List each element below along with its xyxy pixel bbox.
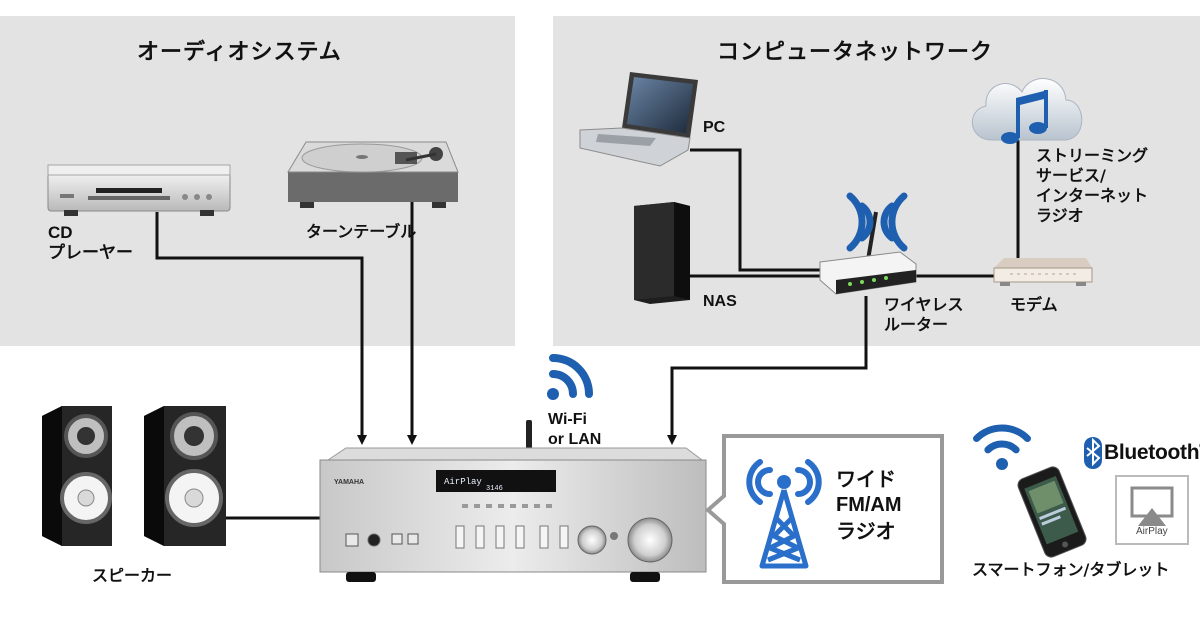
radio-callout [704,434,944,584]
modem-label: モデム [1010,295,1058,314]
bluetooth-label: Bluetooth® [1104,441,1200,464]
router-label: ワイヤレス ルーター [884,295,964,334]
wifi-lan-label: Wi-Fi or LAN [548,411,602,448]
nas-icon [634,202,690,304]
receiver-display-text: AirPlay [444,477,482,487]
wire-cd-to-receiver [155,212,367,445]
smartphone-label: スマートフォン/タブレット [972,560,1170,579]
router-wifi-waves-icon [846,192,908,252]
streaming-label: ストリーミング サービス/ インターネット ラジオ [1036,146,1149,225]
receiver-brand: YAMAHA [334,479,364,486]
pc-laptop-icon [579,72,698,167]
turntable-icon [287,141,459,208]
speaker-right-icon [144,406,226,546]
airplay-logo-icon [1115,475,1189,545]
smartphone-icon [1017,466,1087,558]
turntable-label: ターンテーブル [306,222,417,241]
receiver-icon: AirPlay 3146 YAMAHA [319,420,707,582]
smartphone-wifi-icon [973,424,1031,470]
audio-system-title: オーディオシステム [137,40,342,65]
modem-icon [993,258,1093,286]
cd-player-label: CD プレーヤー [48,223,133,264]
streaming-cloud-icon [971,78,1083,144]
nas-label: NAS [703,293,737,310]
cd-player-icon [47,164,231,216]
music-note-icon [1001,90,1048,144]
wire-pc-to-router [690,148,822,272]
bluetooth-logo-icon [1084,437,1102,469]
radio-label: ワイド FM/AM ラジオ [836,467,902,543]
radio-tower-icon [746,459,822,569]
receiver-wifi-icon [547,354,593,400]
wireless-router-icon [819,211,917,295]
speakers-label: スピーカー [92,566,173,585]
wire-router-to-receiver [667,296,868,445]
wires [155,140,1020,520]
computer-network-title: コンピュータネットワーク [717,40,994,65]
airplay-label: AirPlay [1136,526,1168,537]
speaker-left-icon [42,406,112,546]
pc-label: PC [703,119,726,136]
receiver-display-sub: 3146 [486,485,503,493]
